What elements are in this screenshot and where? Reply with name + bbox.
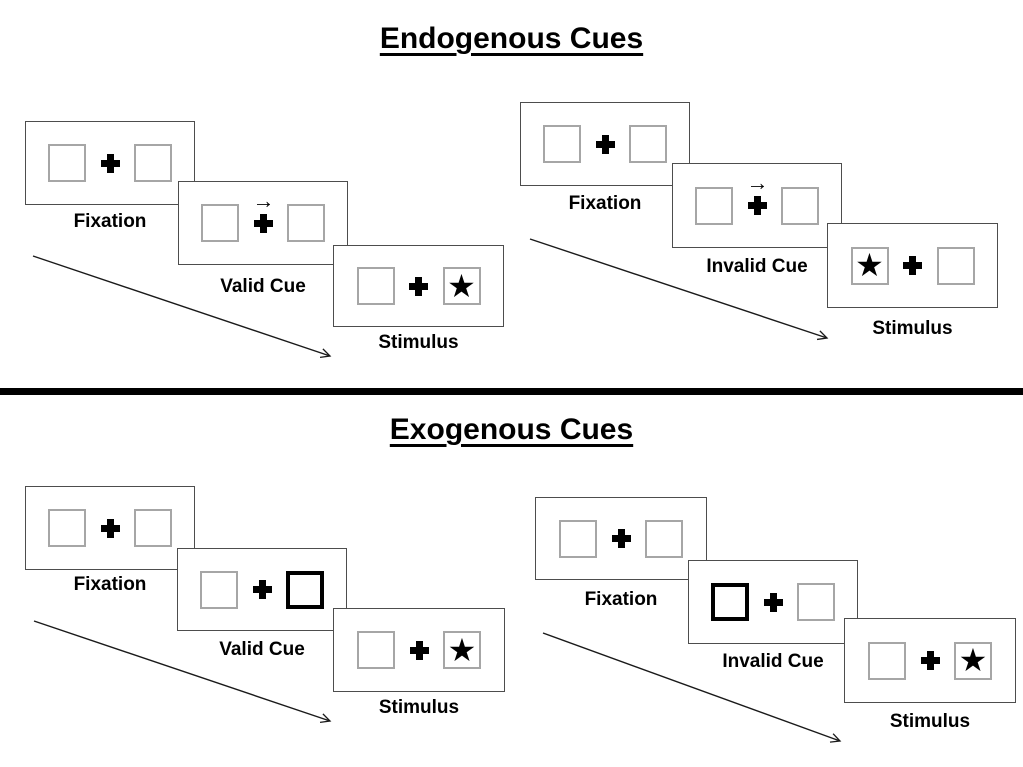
invalid-cue-panel	[688, 560, 858, 644]
panel-label-fixation: Fixation	[73, 574, 147, 595]
fixation-cross-icon	[595, 134, 615, 154]
highlighted-cue-box	[711, 583, 749, 621]
center-cell	[903, 224, 923, 307]
panel-label-stimulus: Stimulus	[378, 332, 459, 353]
panel-label-stimulus: Stimulus	[378, 697, 460, 718]
center-cell	[920, 619, 940, 702]
fixation-cross-icon	[920, 651, 940, 670]
right-placeholder-box	[134, 509, 172, 547]
center-cell	[100, 122, 120, 204]
center-cell	[409, 246, 429, 326]
star-icon: ★	[447, 267, 476, 304]
fixation-panel	[535, 497, 707, 580]
left-placeholder-box	[868, 641, 906, 680]
left-placeholder-box	[48, 144, 86, 182]
panel-label-fixation: Fixation	[568, 193, 642, 214]
center-cell	[595, 103, 615, 185]
left-placeholder-box	[200, 570, 238, 609]
target-box: ★	[442, 267, 481, 305]
sequence-arrow	[542, 632, 840, 741]
left-placeholder-box	[357, 631, 395, 669]
fixation-panel	[25, 486, 195, 570]
valid-cue-panel	[177, 548, 347, 631]
fixation-cross-icon	[409, 640, 429, 660]
section-title-exogenous: Exogenous Cues	[389, 413, 634, 446]
right-placeholder-box	[781, 186, 819, 225]
stimulus-panel: ★	[827, 223, 998, 308]
panel-label-invalid-cue: Invalid Cue	[722, 651, 824, 672]
left-placeholder-box	[543, 125, 581, 163]
section-divider-line	[0, 388, 1023, 395]
star-icon: ★	[855, 247, 884, 283]
right-placeholder-box	[629, 125, 667, 163]
panel-label-valid-cue: Valid Cue	[220, 276, 306, 297]
fixation-cross-icon	[611, 529, 631, 548]
panel-label-fixation: Fixation	[73, 211, 147, 232]
center-cell	[611, 498, 631, 579]
target-box: ★	[850, 246, 889, 285]
star-icon: ★	[447, 631, 477, 668]
right-placeholder-box	[645, 519, 683, 558]
sequence-arrow	[32, 255, 330, 356]
right-placeholder-box	[936, 246, 975, 285]
center-cell: →	[746, 164, 769, 247]
fixation-cross-icon	[100, 518, 120, 538]
fixation-cross-icon	[100, 153, 120, 173]
panel-label-fixation: Fixation	[584, 589, 658, 610]
cue-arrow-icon: →	[252, 188, 275, 213]
fixation-cross-icon	[903, 256, 922, 275]
fixation-cross-icon	[409, 276, 428, 296]
stimulus-panel: ★	[844, 618, 1016, 703]
fixation-panel	[520, 102, 690, 186]
fixation-cross-icon	[252, 580, 272, 599]
center-cell	[100, 487, 120, 569]
sequence-arrow	[33, 620, 330, 721]
panel-label-stimulus: Stimulus	[872, 318, 953, 339]
left-placeholder-box	[48, 509, 86, 547]
target-box: ★	[954, 641, 992, 680]
stimulus-panel: ★	[333, 608, 505, 692]
left-placeholder-box	[201, 204, 239, 242]
highlighted-cue-box	[286, 570, 324, 609]
fixation-cross-icon	[747, 196, 767, 215]
center-cell	[409, 609, 429, 691]
center-cell: →	[252, 182, 275, 264]
right-placeholder-box	[134, 144, 172, 182]
target-box: ★	[443, 631, 481, 669]
left-placeholder-box	[559, 519, 597, 558]
panel-label-valid-cue: Valid Cue	[219, 639, 305, 660]
left-placeholder-box	[356, 267, 395, 305]
section-title-endogenous: Endogenous Cues	[379, 22, 644, 55]
right-placeholder-box	[287, 204, 325, 242]
valid-cue-panel: →	[178, 181, 348, 265]
fixation-cross-icon	[253, 213, 273, 233]
fixation-cross-icon	[763, 592, 783, 612]
center-cell	[252, 549, 272, 630]
right-placeholder-box	[797, 583, 835, 621]
stimulus-panel: ★	[333, 245, 504, 327]
panel-label-stimulus: Stimulus	[889, 711, 971, 732]
invalid-cue-panel: →	[672, 163, 842, 248]
fixation-panel	[25, 121, 195, 205]
cue-arrow-icon: →	[746, 170, 769, 195]
left-placeholder-box	[695, 186, 733, 225]
center-cell	[763, 561, 783, 643]
sequence-arrow	[529, 238, 827, 338]
panel-label-invalid-cue: Invalid Cue	[706, 256, 808, 277]
star-icon: ★	[958, 642, 988, 678]
